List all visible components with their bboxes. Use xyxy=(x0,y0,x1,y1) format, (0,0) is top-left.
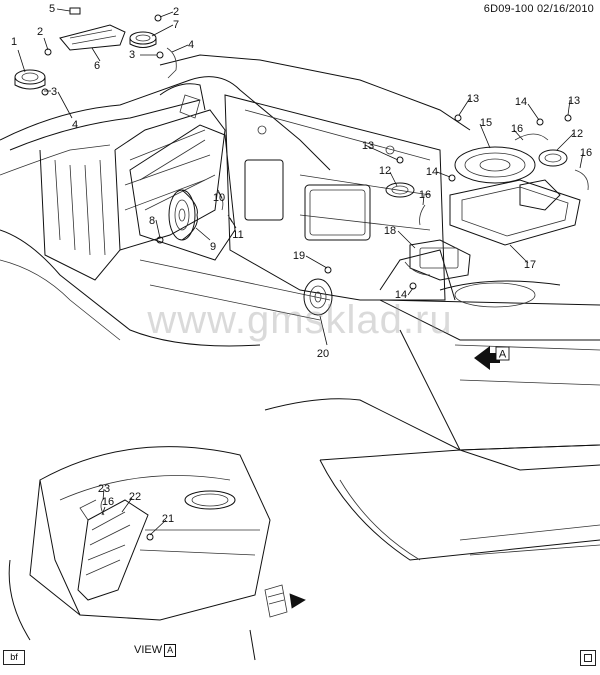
callout-13: 13 xyxy=(362,140,374,152)
callout-16: 16 xyxy=(419,189,431,201)
view-direction-arrow: A xyxy=(474,346,510,370)
callout-21: 21 xyxy=(162,513,174,525)
body-side-frame xyxy=(159,54,471,301)
callout-17: 17 xyxy=(524,259,536,271)
callout-2: 2 xyxy=(173,6,179,18)
callout-16: 16 xyxy=(511,123,523,135)
callout-1: 1 xyxy=(11,36,17,48)
corner-tag: bf xyxy=(3,650,25,665)
rear-side-speaker xyxy=(303,278,333,316)
callout-19: 19 xyxy=(293,250,305,262)
callout-2: 2 xyxy=(37,26,43,38)
callout-20: 20 xyxy=(317,348,329,360)
view-a-inset xyxy=(8,446,306,661)
callout-4: 4 xyxy=(188,39,194,51)
leader-lines xyxy=(17,8,584,536)
diagram-id: 6D09-100 xyxy=(483,3,534,15)
callout-14: 14 xyxy=(515,96,527,108)
view-label-text: VIEW xyxy=(134,644,163,656)
diagram-header: 6D09-100 02/16/2010 xyxy=(484,3,594,15)
rear-shelf-assembly xyxy=(385,133,589,281)
callout-22: 22 xyxy=(129,491,141,503)
callout-4: 4 xyxy=(72,119,78,131)
front-door-speaker xyxy=(168,189,198,241)
callout-5: 5 xyxy=(49,3,55,15)
callout-3: 3 xyxy=(51,86,57,98)
svg-text:A: A xyxy=(499,349,507,361)
instrument-panel-cover xyxy=(59,24,126,51)
callout-16: 16 xyxy=(580,147,592,159)
callout-18: 18 xyxy=(384,225,396,237)
callout-13: 13 xyxy=(568,95,580,107)
fasteners xyxy=(41,7,572,541)
callout-23: 23 xyxy=(98,483,110,495)
callout-8: 8 xyxy=(149,215,155,227)
callout-16: 16 xyxy=(102,496,114,508)
callout-6: 6 xyxy=(94,60,100,72)
callout-13: 13 xyxy=(467,93,479,105)
callout-14: 14 xyxy=(395,289,407,301)
callout-9: 9 xyxy=(210,241,216,253)
callout-15: 15 xyxy=(480,117,492,129)
callout-11: 11 xyxy=(232,229,243,241)
callout-12: 12 xyxy=(571,128,583,140)
dashboard-assembly xyxy=(0,76,331,347)
corner-diagram-icon xyxy=(580,650,596,666)
callout-12: 12 xyxy=(379,165,391,177)
front-door-panel xyxy=(129,124,236,261)
callout-10: 10 xyxy=(213,192,225,204)
view-label-box: A xyxy=(164,644,177,657)
callout-7: 7 xyxy=(173,19,179,31)
callout-3: 3 xyxy=(129,49,135,61)
left-dash-speaker xyxy=(14,69,46,90)
callout-14: 14 xyxy=(426,166,438,178)
center-dash-speaker xyxy=(129,31,157,48)
rear-bumper xyxy=(264,398,600,561)
diagram-date: 02/16/2010 xyxy=(536,3,594,15)
